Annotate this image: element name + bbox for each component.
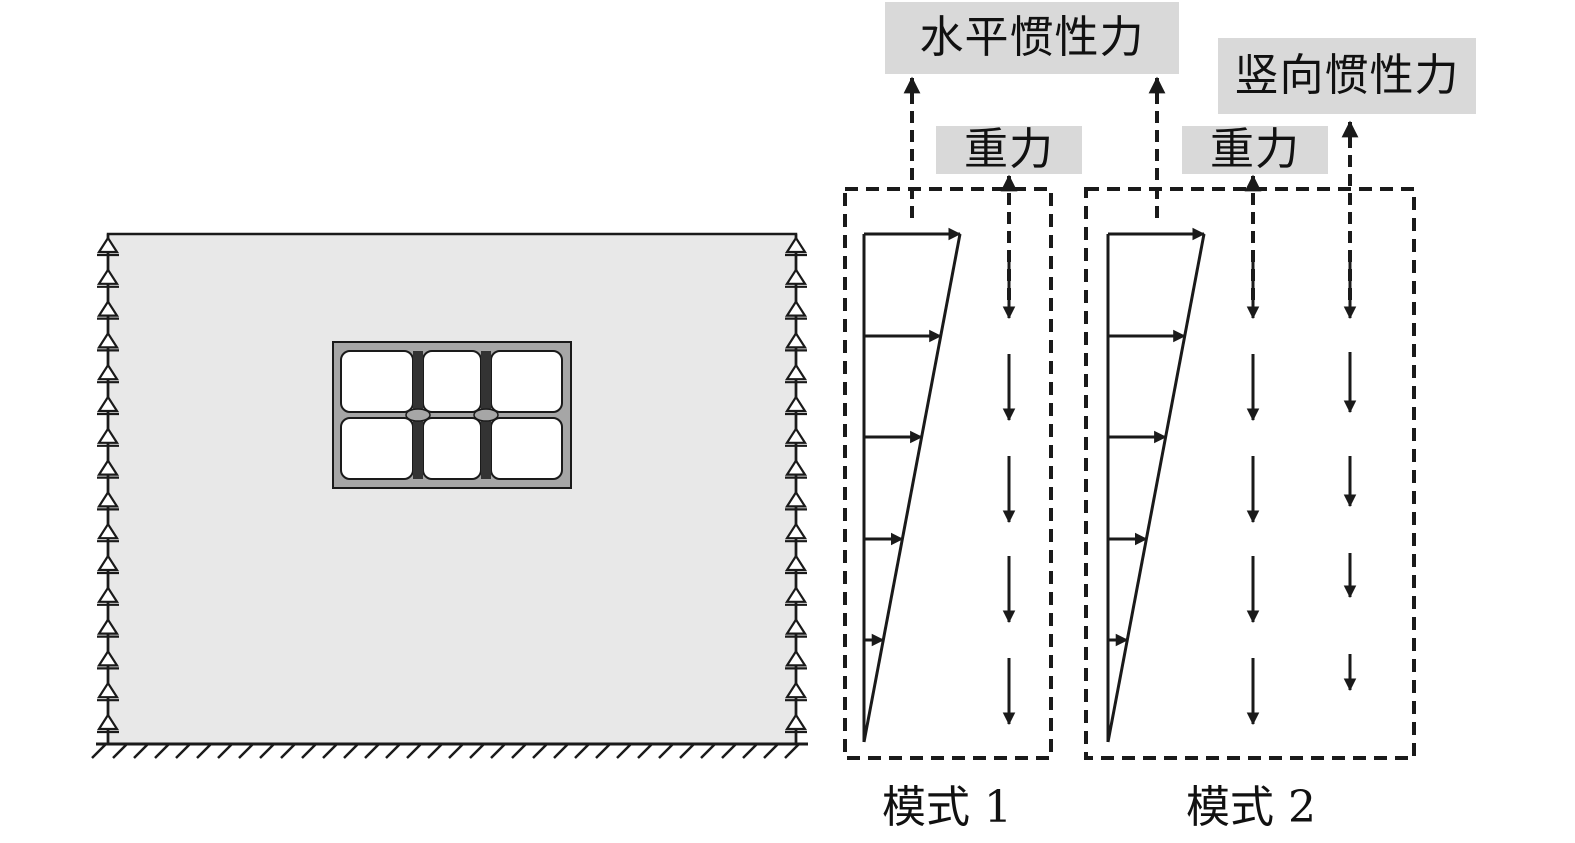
station-structure: [332, 341, 572, 489]
vertical-inertia-label: 竖向惯性力: [1218, 38, 1476, 114]
fixed-base-hatch: [91, 743, 800, 759]
hatch-mark: [175, 743, 191, 759]
hatch-mark: [112, 743, 128, 759]
roller-support-icon: [96, 299, 120, 317]
soil-domain: [91, 232, 808, 759]
roller-support-icon: [96, 331, 120, 349]
roller-support-icon: [96, 712, 120, 731]
roller-support-icon: [96, 394, 120, 413]
roller-support-icon: [784, 299, 808, 317]
roller-support-icon: [96, 522, 120, 540]
roller-support-icon: [784, 331, 808, 349]
joint-1: [405, 408, 431, 422]
roller-support-icon: [784, 363, 808, 381]
mode2-panel: [1084, 76, 1416, 760]
hatch-mark: [406, 743, 422, 759]
roller-support-icon: [96, 617, 120, 635]
roller-support-icon: [784, 681, 808, 699]
mode1-dashed-box: [843, 187, 1053, 760]
roller-support-icon: [96, 235, 120, 254]
joint-2: [473, 408, 499, 422]
horizontal-inertia-label: 水平惯性力: [885, 2, 1179, 74]
roller-supports-right: [784, 234, 808, 744]
roller-support-icon: [96, 681, 120, 699]
roller-support-icon: [784, 649, 808, 667]
roller-support-icon: [784, 522, 808, 540]
load-envelope: [1106, 233, 1206, 743]
hatch-mark: [196, 743, 212, 759]
hatch-mark: [154, 743, 170, 759]
mode1-panel: [843, 76, 1053, 760]
cell-3: [490, 350, 563, 413]
roller-support-icon: [96, 458, 120, 476]
gravity-label-mode1: 重力: [936, 126, 1082, 174]
roller-support-icon: [784, 490, 808, 508]
hatch-mark: [679, 743, 695, 759]
hatch-mark: [301, 743, 317, 759]
load-envelope: [862, 233, 962, 743]
roller-support-icon: [96, 490, 120, 508]
hatch-mark: [721, 743, 737, 759]
roller-support-icon: [784, 426, 808, 444]
hatch-mark: [238, 743, 254, 759]
hatch-mark: [742, 743, 758, 759]
cell-4: [340, 417, 414, 480]
mode2-horizontal-load: [1106, 227, 1206, 743]
hatch-mark: [490, 743, 506, 759]
hatch-mark: [217, 743, 233, 759]
hatch-mark: [364, 743, 380, 759]
hatch-mark: [133, 743, 149, 759]
gravity-label-mode2: 重力: [1182, 126, 1328, 174]
roller-support-icon: [784, 235, 808, 254]
hatch-mark: [637, 743, 653, 759]
hatch-mark: [763, 743, 779, 759]
hatch-mark: [259, 743, 275, 759]
hatch-mark: [448, 743, 464, 759]
hatch-mark: [511, 743, 527, 759]
hatch-mark: [280, 743, 296, 759]
hatch-mark: [322, 743, 338, 759]
roller-support-icon: [784, 267, 808, 285]
mode1-caption: 模式 1: [882, 782, 1012, 833]
roller-support-icon: [784, 712, 808, 731]
hatch-mark: [343, 743, 359, 759]
cell-6: [490, 417, 563, 480]
mode2-dashed-box: [1084, 187, 1416, 760]
hatch-mark: [700, 743, 716, 759]
roller-support-icon: [96, 267, 120, 285]
roller-support-icon: [96, 585, 120, 603]
roller-support-icon: [96, 426, 120, 444]
hatch-mark: [469, 743, 485, 759]
hatch-mark: [595, 743, 611, 759]
hatch-mark: [91, 743, 107, 759]
roller-support-icon: [784, 394, 808, 413]
hatch-mark: [532, 743, 548, 759]
cell-5: [422, 417, 482, 480]
hatch-mark: [616, 743, 632, 759]
roller-support-icon: [96, 649, 120, 667]
roller-support-icon: [784, 458, 808, 476]
hatch-mark: [574, 743, 590, 759]
roller-supports-left: [96, 234, 120, 744]
mode2-caption: 模式 2: [1186, 782, 1316, 833]
roller-support-icon: [784, 617, 808, 635]
hatch-mark: [385, 743, 401, 759]
cell-1: [340, 350, 414, 413]
hatch-mark: [658, 743, 674, 759]
roller-support-icon: [784, 585, 808, 603]
roller-support-icon: [784, 553, 808, 572]
roller-support-icon: [96, 553, 120, 572]
hatch-mark: [784, 743, 800, 759]
cell-2: [422, 350, 482, 413]
roller-support-icon: [96, 363, 120, 381]
hatch-mark: [427, 743, 443, 759]
mode1-horizontal-load: [862, 227, 962, 743]
hatch-mark: [553, 743, 569, 759]
